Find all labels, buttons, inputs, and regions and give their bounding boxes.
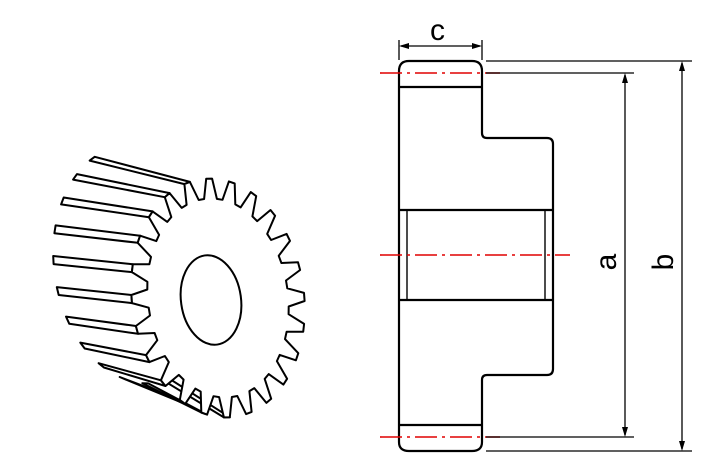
dim-c-arrow-right (472, 43, 482, 49)
helical-tooth (60, 196, 154, 219)
dimension-lines (398, 40, 692, 452)
helical-tooth (53, 224, 142, 244)
helical-tooth (79, 341, 151, 364)
dim-b-arrow-top (679, 61, 685, 71)
dim-label-a: a (590, 253, 623, 270)
dim-label-c: c (430, 14, 445, 47)
gear-bore (179, 254, 243, 346)
center-lines (380, 72, 570, 438)
dim-b-arrow-bottom (679, 441, 685, 451)
gear-section-outline (397, 59, 555, 453)
dim-c-arrow-left (399, 43, 409, 49)
helical-tooth (52, 255, 134, 274)
gear-side-section-view (397, 59, 555, 453)
helical-gear-isometric-view (52, 155, 306, 419)
dim-a-arrow-top (622, 73, 628, 83)
helical-tooth (55, 286, 133, 305)
dim-label-b: b (647, 254, 680, 271)
helical-tooth (65, 315, 139, 335)
dim-a-arrow-bottom (622, 427, 628, 437)
